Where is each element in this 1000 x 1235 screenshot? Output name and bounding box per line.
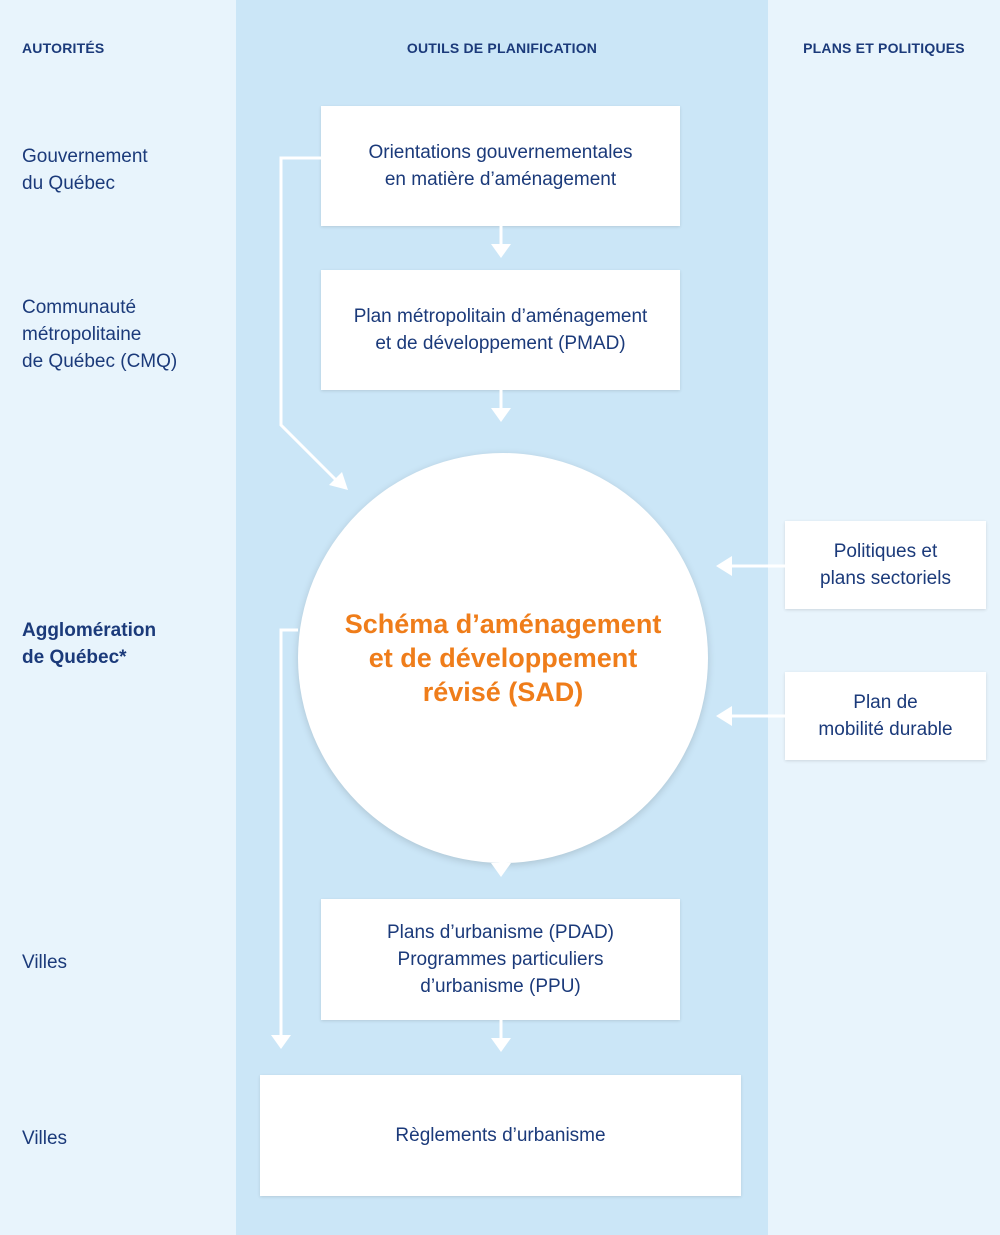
- arrowhead-left: [716, 556, 732, 576]
- box-orientations-line: en matière d’aménagement: [384, 169, 617, 190]
- arrowhead-diagonal: [329, 472, 348, 490]
- authority-villes-line: Villes: [22, 1128, 68, 1149]
- box-mobilite-line: Plan de: [853, 692, 918, 713]
- column-header-plans: PLANS ET POLITIQUES: [803, 40, 965, 56]
- arrow-sad-to-reglements: [279, 628, 298, 1037]
- arrowhead-down: [491, 408, 511, 422]
- authority-agglomeration: Agglomération de Québec*: [22, 617, 222, 671]
- authority-cmq: Communauté métropolitaine de Québec (CMQ…: [22, 294, 222, 375]
- arrowhead-down: [491, 1038, 511, 1052]
- box-pmad-line: Plan métropolitain d’aménagement: [353, 306, 648, 327]
- box-plans-urbanisme: Plans d’urbanisme (PDAD) Programmes part…: [321, 899, 680, 1020]
- authority-government-line: Gouvernement: [22, 146, 148, 167]
- arrowhead-down: [271, 1035, 291, 1049]
- box-urbanisme-line: Plans d’urbanisme (PDAD): [386, 922, 615, 943]
- box-politiques: Politiques et plans sectoriels: [785, 521, 986, 609]
- authorities-column: [0, 0, 236, 1235]
- box-politiques-line: Politiques et: [833, 541, 938, 562]
- box-reglements: Règlements d’urbanisme: [260, 1075, 741, 1196]
- box-mobilite: Plan de mobilité durable: [785, 672, 986, 760]
- column-header-tools: OUTILS DE PLANIFICATION: [406, 40, 598, 56]
- arrowhead-left: [716, 706, 732, 726]
- authority-cmq-line: métropolitaine: [22, 324, 142, 345]
- authority-cmq-line: de Québec (CMQ): [22, 351, 178, 372]
- arrowhead-down: [491, 863, 511, 877]
- sad-circle: Schéma d’aménagement et de développement…: [298, 453, 708, 863]
- sad-title-line: et de développement: [368, 643, 638, 673]
- authority-agglomeration-line: Agglomération: [22, 620, 157, 641]
- box-mobilite-line: mobilité durable: [818, 719, 953, 740]
- box-pmad-line: et de développement (PMAD): [375, 333, 626, 354]
- authority-villes-reglements: Villes: [22, 1125, 222, 1152]
- plans-policies-column: [768, 0, 1000, 1235]
- authority-cmq-line: Communauté: [22, 297, 137, 318]
- box-orientations-line: Orientations gouvernementales: [368, 142, 633, 163]
- box-reglements-line: Règlements d’urbanisme: [395, 1125, 606, 1146]
- authority-government-line: du Québec: [22, 173, 115, 194]
- arrowhead-down: [491, 244, 511, 258]
- box-politiques-line: plans sectoriels: [820, 568, 951, 589]
- authority-villes-urbanisme: Villes: [22, 949, 222, 976]
- box-orientations: Orientations gouvernementales en matière…: [321, 106, 680, 226]
- authority-agglomeration-line: de Québec*: [22, 647, 127, 668]
- sad-title-line: Schéma d’aménagement: [344, 609, 662, 639]
- column-header-authorities: AUTORITÉS: [22, 40, 105, 56]
- sad-title-line: révisé (SAD): [422, 677, 584, 707]
- box-urbanisme-line: Programmes particuliers: [397, 949, 604, 970]
- arrow-orientations-to-sad: [279, 156, 338, 482]
- authority-government: Gouvernement du Québec: [22, 143, 222, 197]
- box-urbanisme-line: d’urbanisme (PPU): [420, 976, 581, 997]
- box-pmad: Plan métropolitain d’aménagement et de d…: [321, 270, 680, 390]
- authority-villes-line: Villes: [22, 952, 68, 973]
